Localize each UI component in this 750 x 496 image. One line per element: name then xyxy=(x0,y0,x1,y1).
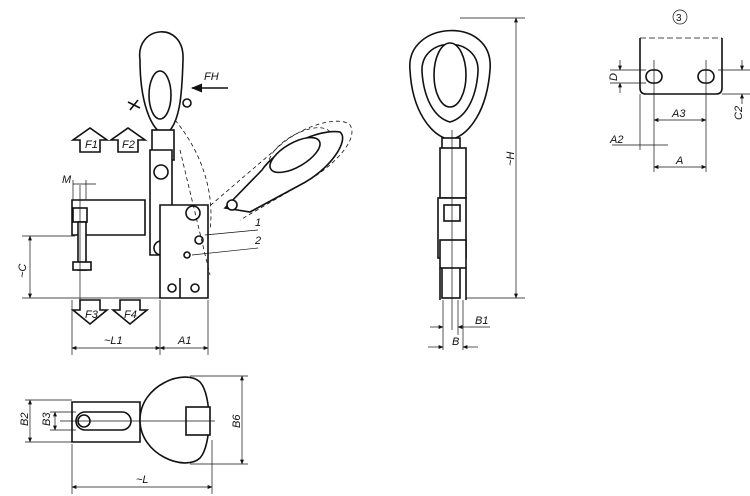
force-f3-f4: F3 F4 xyxy=(70,299,150,326)
label-f3: F3 xyxy=(85,309,99,321)
dim-l1-a1: ~L1 A1 xyxy=(71,300,209,355)
callout-2: 2 xyxy=(254,235,261,247)
base-bracket xyxy=(71,199,209,299)
dim-c: ~C xyxy=(17,235,160,299)
label-a2: A2 xyxy=(609,134,623,146)
handle-vertical xyxy=(127,31,192,161)
label-b3: B3 xyxy=(41,412,53,426)
detail-3: 3 D A3 A2 A C2 xyxy=(608,9,750,172)
force-f1-f2: F1 F2 xyxy=(70,127,148,153)
spindle xyxy=(72,185,92,300)
label-fh: FH xyxy=(204,71,219,83)
label-c: ~C xyxy=(17,264,29,278)
label-a3: A3 xyxy=(671,108,686,120)
label-b2: B2 xyxy=(19,413,31,426)
label-b6: B6 xyxy=(231,414,243,428)
callouts: 1 2 xyxy=(191,217,261,256)
handle-open xyxy=(223,130,344,213)
label-d: D xyxy=(608,73,620,81)
detail-number: 3 xyxy=(676,13,682,24)
side-view: ~H B1 B xyxy=(409,17,525,350)
label-b: B xyxy=(452,336,459,348)
label-l: ~L xyxy=(136,474,149,486)
label-f1: F1 xyxy=(85,139,98,151)
label-h: ~H xyxy=(505,152,517,166)
label-l1: ~L1 xyxy=(104,335,123,347)
label-b1: B1 xyxy=(475,315,488,327)
dim-h: ~H xyxy=(460,17,525,299)
front-view: FH F1 F2 F3 F4 M ~C xyxy=(17,31,353,355)
top-view: B2 B3 B6 ~L xyxy=(19,375,248,494)
dim-l: ~L xyxy=(71,440,213,494)
dim-m: M xyxy=(62,174,96,200)
label-m: M xyxy=(62,174,72,186)
label-c2: C2 xyxy=(733,106,745,120)
label-a1: A1 xyxy=(177,335,191,347)
force-fh-arrow: FH xyxy=(190,71,228,93)
dim-b6: B6 xyxy=(190,375,248,465)
callout-1: 1 xyxy=(255,217,261,229)
dim-b2-b3: B2 B3 xyxy=(19,399,76,443)
dim-b1-b: B1 B xyxy=(428,300,490,350)
label-a: A xyxy=(675,155,683,167)
label-f4: F4 xyxy=(124,309,137,321)
label-f2: F2 xyxy=(122,139,135,151)
